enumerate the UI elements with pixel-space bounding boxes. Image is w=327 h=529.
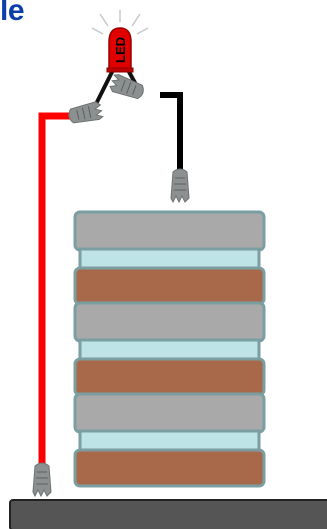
clip-black-bottom [170,168,190,203]
led-lead-left [94,69,115,105]
stack-layer-copper [73,448,266,488]
led-label: LED [113,37,128,63]
stack-layer-electrolyte [78,429,261,453]
stack-layer-zinc [73,210,266,252]
red-wire [38,112,70,468]
black-wire [160,92,183,172]
stack-layer-zinc [73,392,266,434]
stack-layer-electrolyte [78,247,261,271]
stack-layer-copper [73,266,266,306]
stack-layer-zinc [73,301,266,343]
led: LED [106,27,134,73]
clip-black-top [108,72,147,102]
battery-stack [73,210,266,488]
diagram-title: le [0,0,25,27]
stack-layer-copper [73,357,266,397]
clip-red-top [66,100,104,126]
stack-layer-electrolyte [78,338,261,362]
base-plate [9,499,327,529]
led-body [108,27,132,71]
clip-red-bottom [32,462,52,497]
led-glow [91,10,149,35]
